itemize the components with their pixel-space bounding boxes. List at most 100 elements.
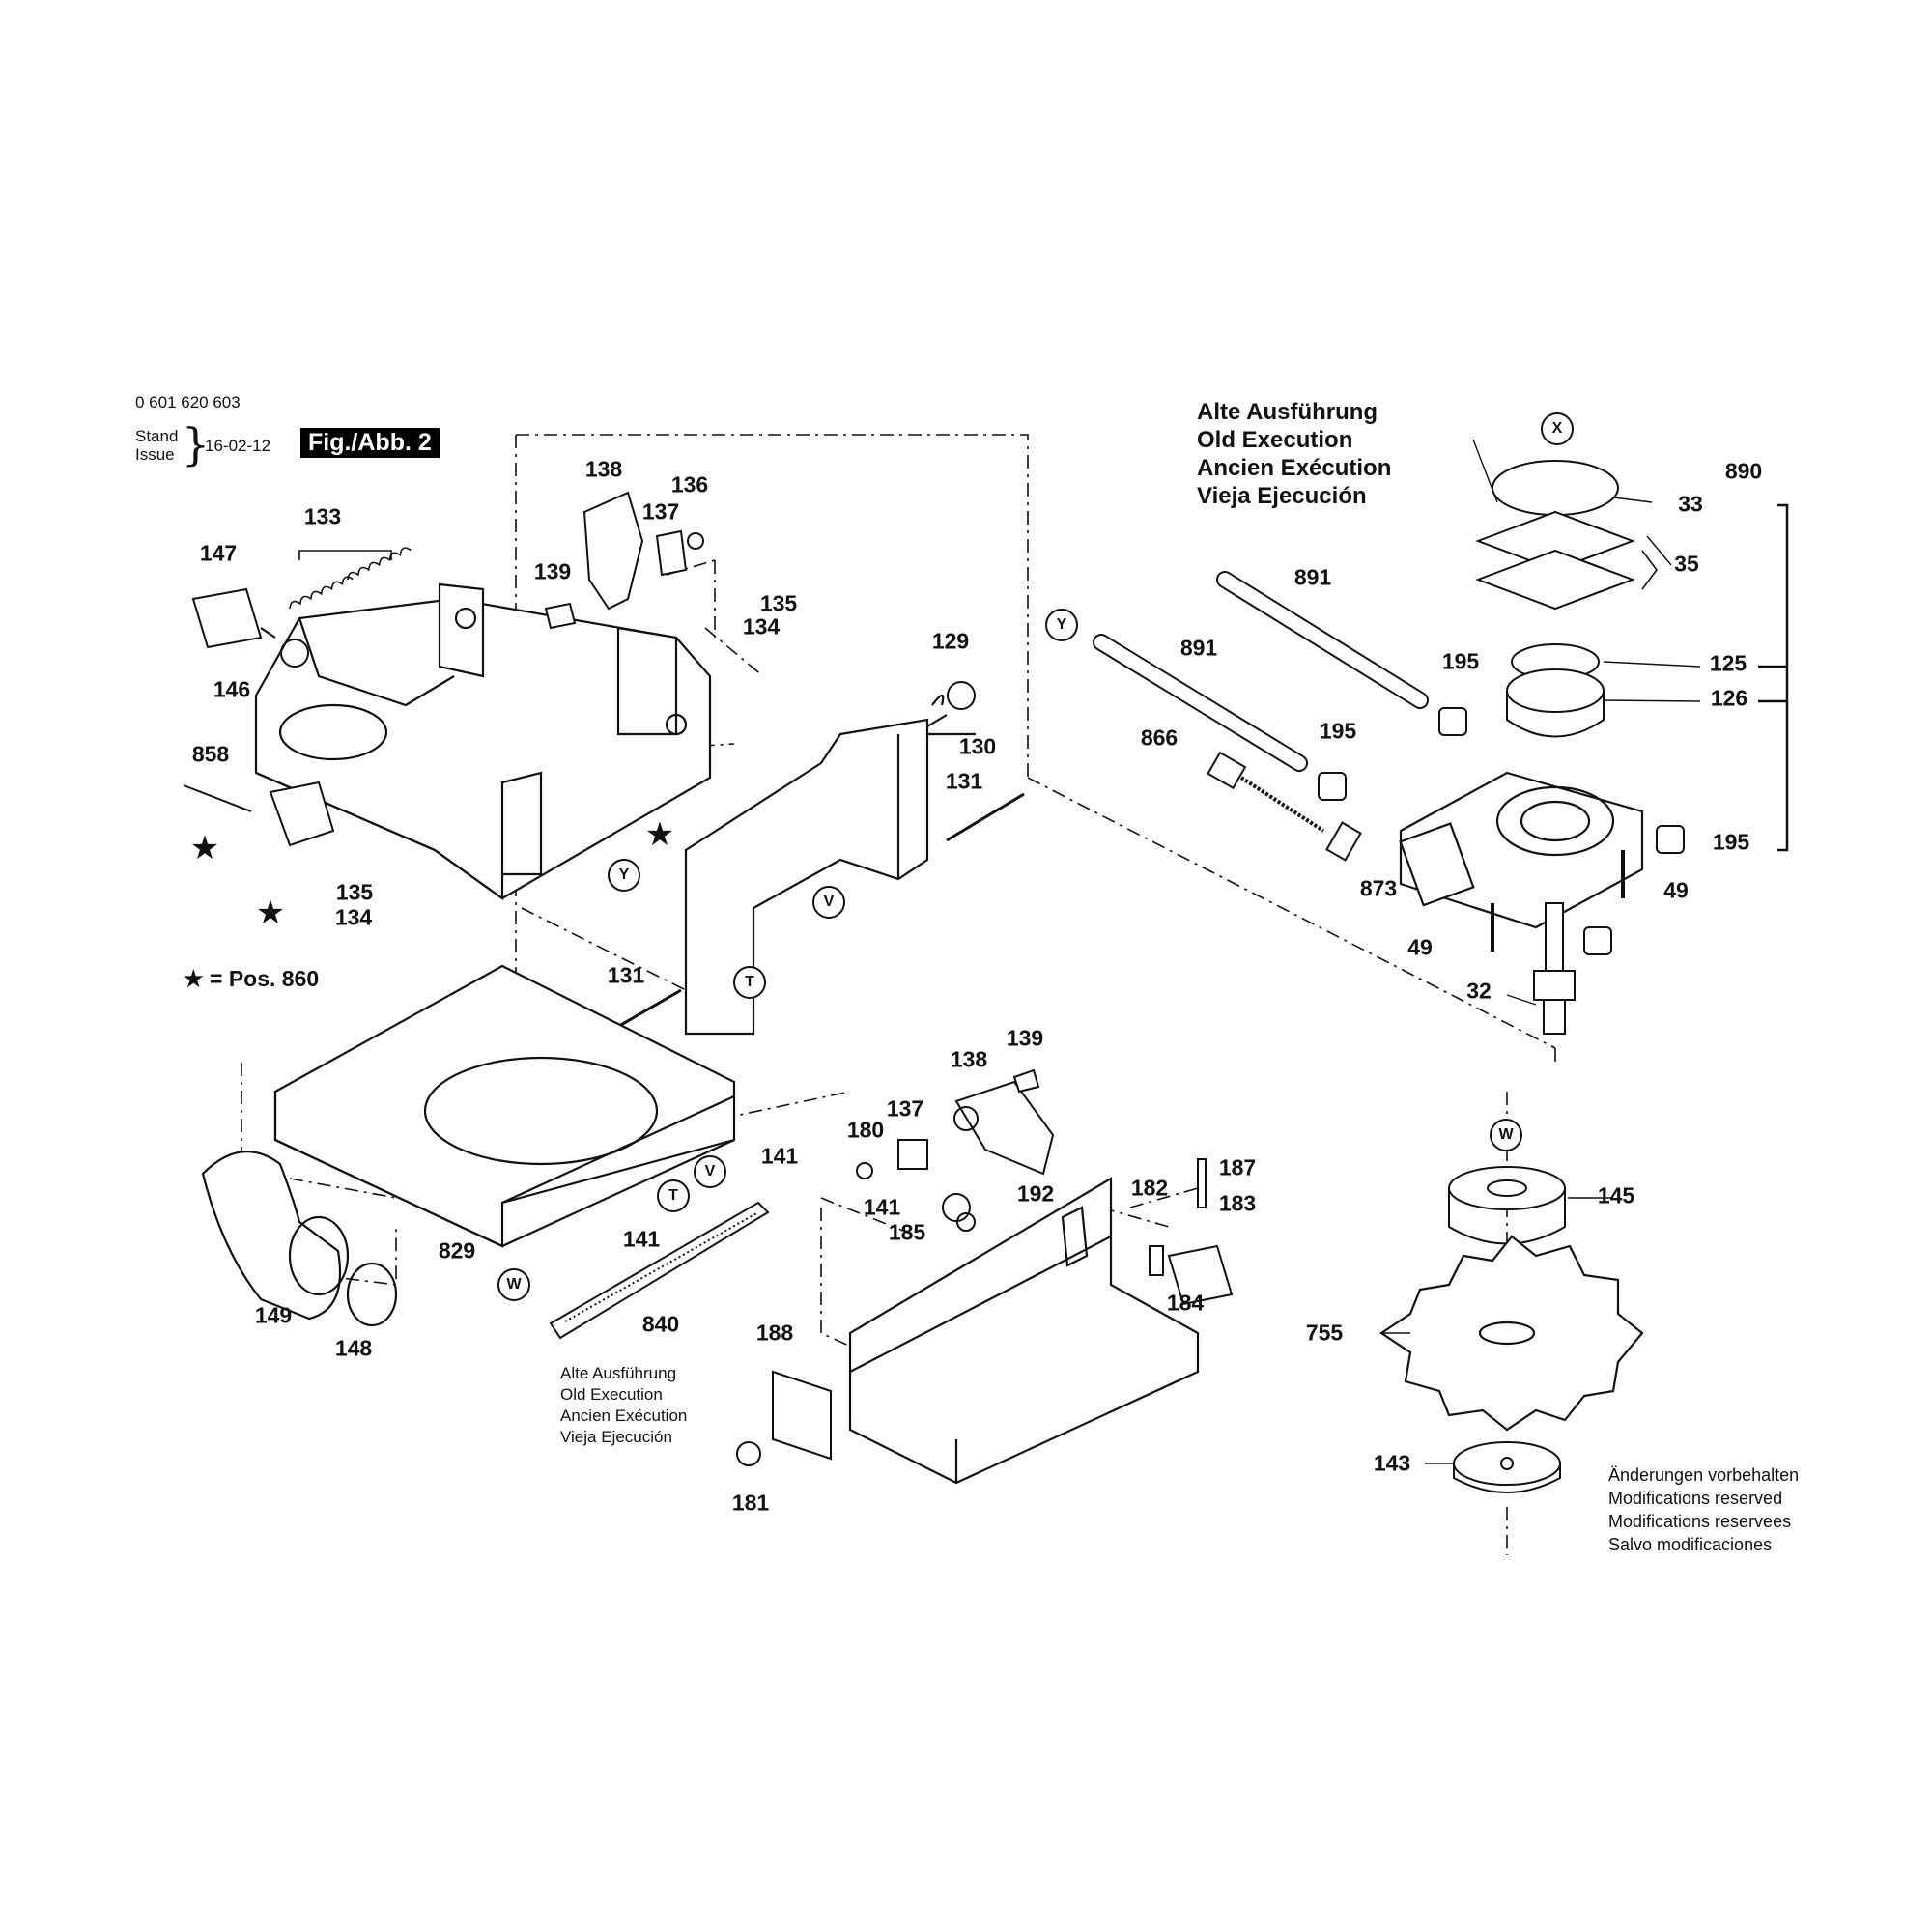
old-execution-note: Alte Ausführung Old Execution Ancien Exé…: [560, 1363, 687, 1448]
part-label-184: 184: [1166, 1290, 1205, 1316]
part-label-829: 829: [438, 1237, 476, 1264]
cover-130: [684, 694, 976, 1036]
part-label-125: 125: [1709, 650, 1747, 676]
part-label-33: 33: [1678, 491, 1703, 517]
spindle-32: [1533, 902, 1576, 1035]
star-marker: ★: [189, 830, 220, 867]
part-label-137: 137: [641, 498, 680, 525]
pin-131-upper: [946, 792, 1025, 842]
part-label-134: 134: [334, 904, 373, 930]
marker-w: W: [497, 1268, 530, 1301]
part-label-146: 146: [213, 676, 251, 702]
old-execution-note-fr: Ancien Exécution: [560, 1406, 688, 1425]
part-label-890: 890: [1724, 458, 1763, 484]
part-label-141: 141: [760, 1143, 799, 1169]
marker-w: W: [1490, 1119, 1522, 1151]
hose-149: [201, 1151, 398, 1327]
threaded-rod-866: [1207, 751, 1362, 862]
star-marker: ★: [255, 895, 286, 931]
part-label-187: 187: [1218, 1154, 1257, 1180]
old-execution-note-es: Vieja Ejecución: [560, 1428, 672, 1446]
old-execution-es: Vieja Ejecución: [1197, 483, 1367, 509]
part-label-188: 188: [755, 1320, 794, 1346]
part-label-182: 182: [1130, 1175, 1169, 1201]
marker-x: X: [1541, 412, 1574, 445]
marker-v: V: [812, 886, 845, 919]
part-label-891: 891: [1293, 564, 1332, 590]
bushing-195-d: [1583, 926, 1612, 955]
rod-891-upper-inner: [1218, 573, 1427, 707]
modifications-de: Änderungen vorbehalten: [1608, 1465, 1800, 1485]
marker-y: Y: [1045, 609, 1078, 641]
part-label-138: 138: [584, 456, 623, 482]
old-execution-note-de: Alte Ausführung: [560, 1364, 677, 1382]
part-label-755: 755: [1305, 1320, 1344, 1346]
issue-label: Issue: [135, 445, 175, 464]
part-label-180: 180: [846, 1117, 885, 1143]
bushing-195-c: [1656, 825, 1685, 854]
part-label-49: 49: [1407, 934, 1433, 960]
part-label-133: 133: [303, 503, 342, 529]
gear-housing: [1399, 771, 1644, 929]
part-number: 0 601 620 603: [135, 393, 241, 412]
part-label-866: 866: [1140, 724, 1179, 751]
old-execution-fr: Ancien Exécution: [1197, 455, 1392, 481]
part-label-138: 138: [950, 1046, 988, 1072]
screw-and-adjuster: [183, 781, 335, 847]
bushing-195-b: [1318, 772, 1347, 801]
part-label-136: 136: [670, 471, 709, 497]
part-label-192: 192: [1016, 1180, 1055, 1207]
upper-housing-858: [254, 582, 712, 901]
part-label-139: 139: [533, 558, 572, 584]
leader-lines: [1381, 439, 1701, 1464]
modifications-note: Änderungen vorbehalten Modifications res…: [1608, 1463, 1799, 1556]
bearing-126: [1506, 668, 1605, 738]
bracket-188: [736, 1370, 832, 1466]
old-execution-note-en: Old Execution: [560, 1385, 663, 1404]
part-label-145: 145: [1597, 1182, 1635, 1208]
star-note: ★ = Pos. 860: [184, 966, 320, 991]
rod-891-lower-inner: [1094, 636, 1306, 770]
flange-143: [1453, 1441, 1561, 1493]
rail-840: [549, 1201, 770, 1340]
part-label-185: 185: [888, 1219, 926, 1245]
lever-138-top: [544, 491, 704, 630]
old-execution-title: Alte Ausführung Old Execution Ancien Exé…: [1197, 398, 1391, 510]
part-label-135: 135: [335, 879, 374, 905]
part-label-143: 143: [1373, 1450, 1411, 1476]
flange-145: [1448, 1166, 1566, 1245]
part-label-149: 149: [254, 1302, 293, 1328]
star-marker: ★: [644, 816, 675, 853]
part-label-131: 131: [945, 768, 983, 794]
small-parts-187-183-184: [1149, 1158, 1234, 1306]
part-label-126: 126: [1710, 685, 1748, 711]
part-label-195: 195: [1441, 648, 1480, 674]
fence-182: [848, 1177, 1200, 1485]
part-label-141: 141: [622, 1226, 661, 1252]
part-label-49: 49: [1663, 877, 1689, 903]
part-label-139: 139: [1006, 1025, 1044, 1051]
blade-755: [1379, 1235, 1644, 1432]
stand-brace: }: [182, 418, 211, 470]
part-label-195: 195: [1712, 829, 1750, 855]
part-label-134: 134: [742, 613, 781, 639]
part-label-147: 147: [199, 540, 238, 566]
modifications-es: Salvo modificaciones: [1608, 1535, 1773, 1554]
marker-t: T: [657, 1179, 690, 1212]
marker-v: V: [694, 1155, 726, 1188]
base-plate-829: [273, 964, 736, 1248]
figure-label: Fig./Abb. 2: [300, 428, 440, 458]
springs-133: [289, 547, 412, 610]
part-label-135: 135: [759, 590, 798, 616]
stand-label: Stand: [135, 427, 179, 445]
part-label-858: 858: [191, 741, 230, 767]
part-label-130: 130: [958, 733, 997, 759]
knob-147: [191, 587, 309, 668]
part-label-840: 840: [641, 1311, 680, 1337]
part-label-137: 137: [886, 1095, 924, 1122]
part-label-141: 141: [863, 1194, 901, 1220]
lever-138-lower: [856, 1068, 1055, 1232]
modifications-en: Modifications reserved: [1608, 1489, 1783, 1508]
part-label-35: 35: [1674, 551, 1699, 577]
